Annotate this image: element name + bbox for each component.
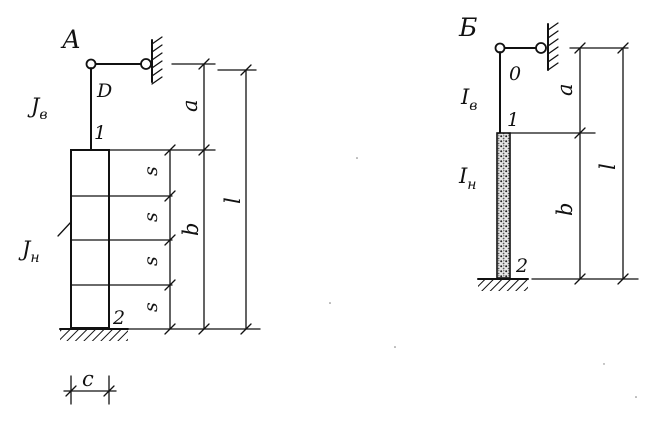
figure-a-jn-pointer [57,221,72,237]
figure-a-upper-moment: Jв [27,94,48,123]
figure-a-top-link [85,36,163,85]
figure-b-node-2: 2 [515,255,528,277]
figure-a-node-d: D [96,80,112,102]
figure-b-label: Б [458,13,477,42]
figure-a-section-dims [108,144,261,335]
figure-b-top-link [494,22,559,71]
figure-a-node-1: 1 [94,122,106,144]
figure-b-lower-column [496,132,511,279]
figure-b: Б 0 1 2 Iв I [458,13,639,291]
figure-a-ground [59,328,129,341]
figure-a-main-dims [171,58,257,335]
figure-b-dim-l-label: l [596,163,620,170]
figure-b-upper-moment: Iв [460,85,477,114]
figure-a-s1-label: s [140,166,162,176]
figure-a-width-dim [63,375,117,405]
figure-b-dim-b-label: b [553,203,577,216]
figure-b-wall-hatch [547,22,559,71]
figure-a-hinge-wall [140,58,152,70]
figure-a-wall-hatch [151,36,163,85]
figure-a-s2-label: s [140,212,162,222]
figure-a-s4-label: s [140,302,162,312]
figure-a-lower-moment: Jн [18,237,40,266]
figure-b-hinge-wall [535,42,547,54]
figure-b-dim-a-label: a [553,83,577,96]
figure-b-node-1: 1 [507,109,519,131]
scan-specks [329,157,637,398]
figure-b-dims [509,42,639,285]
figure-a-dim-a-label: a [178,99,202,112]
figure-a-dim-c-label: c [82,367,94,391]
figure-a-node-2: 2 [112,307,125,329]
figure-b-node-0: 0 [509,63,521,85]
figure-a-dim-l-label: l [221,197,245,204]
figure-a-s3-label: s [140,256,162,266]
figure-a-lattice-column [70,149,110,329]
figure-a: А [18,25,261,405]
figure-b-lower-moment: Iн [458,164,477,193]
figure-a-dim-b-label: b [179,223,203,236]
figure-b-ground [477,278,529,291]
figure-a-label: А [60,25,81,54]
